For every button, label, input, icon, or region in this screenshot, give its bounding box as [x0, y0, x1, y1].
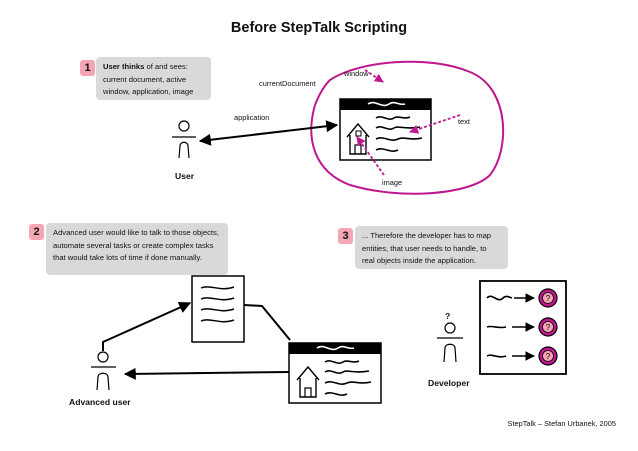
app-window-bottom: [288, 342, 382, 404]
advanced-user-figure: [91, 351, 116, 391]
step-1-note-text: of and sees: current document, active wi…: [103, 62, 194, 97]
step-3-note: ... Therefore the developer has to map e…: [355, 226, 508, 269]
step-1-note-bold: User thinks: [103, 62, 145, 71]
object-icon-2: ?: [538, 317, 558, 337]
label-current-document: currentDocument: [259, 79, 316, 88]
svg-text:?: ?: [546, 352, 551, 361]
mapping-box: ? ? ?: [479, 280, 567, 375]
credit-text: StepTalk – Stefan Urbanek, 2005: [507, 419, 616, 428]
document-page: [191, 275, 245, 343]
developer-figure: [437, 322, 463, 363]
label-window: window: [344, 69, 369, 78]
label-text: text: [458, 117, 470, 126]
label-user: User: [175, 171, 195, 181]
attention-circle: [310, 60, 505, 195]
label-developer: Developer: [428, 378, 470, 388]
user-figure: [172, 120, 196, 159]
label-image: image: [382, 178, 403, 187]
developer-question-mark: ?: [445, 311, 451, 321]
step-1-note: User thinks of and sees: current documen…: [96, 57, 211, 100]
page-title: Before StepTalk Scripting: [230, 20, 408, 36]
svg-text:?: ?: [546, 323, 551, 332]
step-2-number: 2: [29, 224, 44, 240]
object-icon-3: ?: [538, 346, 558, 366]
label-advanced-user: Advanced user: [69, 397, 131, 407]
step-1-number: 1: [80, 60, 95, 76]
step-3-number: 3: [338, 228, 353, 244]
step-2-note: Advanced user would like to talk to thos…: [46, 223, 228, 275]
object-icon-1: ?: [538, 288, 558, 308]
svg-text:?: ?: [546, 294, 551, 303]
label-application: application: [234, 113, 270, 122]
